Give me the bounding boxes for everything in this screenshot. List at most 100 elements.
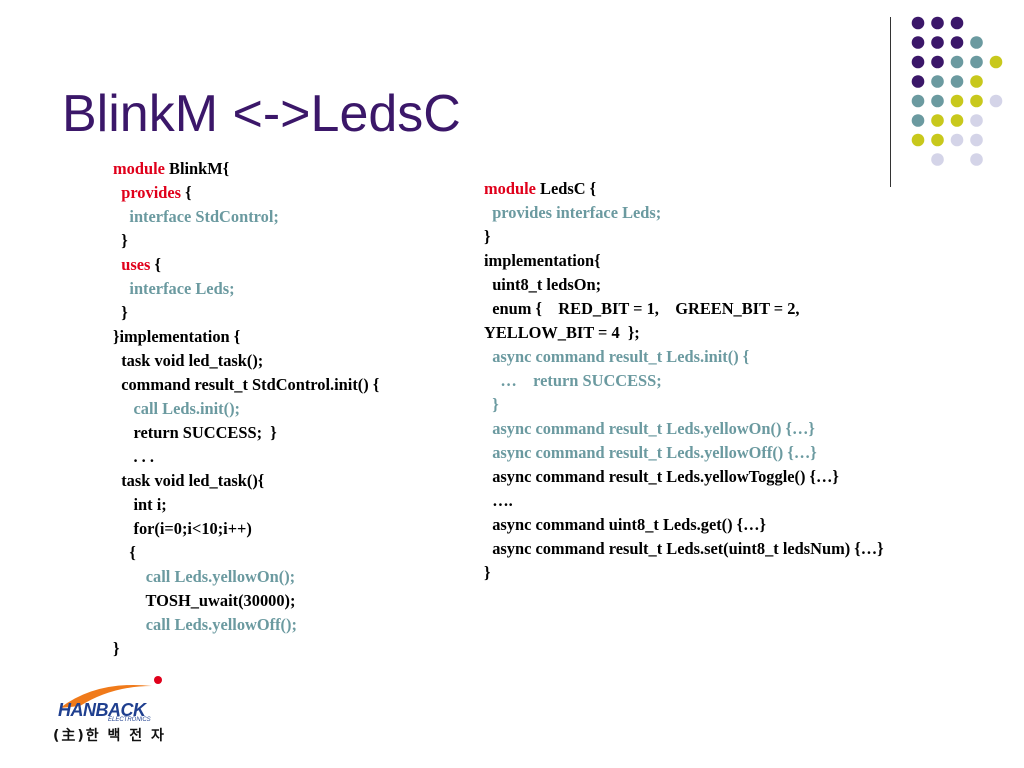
code-segment: {: [113, 543, 136, 562]
code-line: async command result_t Leds.set(uint8_t …: [484, 537, 884, 561]
code-line: async command result_t Leds.yellowToggle…: [484, 465, 884, 489]
decorative-dot: [931, 114, 944, 127]
code-segment: uses: [121, 255, 151, 274]
code-segment: provides: [121, 183, 182, 202]
code-segment: async command result_t Leds.yellowOff() …: [484, 443, 817, 462]
code-segment: command result_t StdControl.init() {: [113, 375, 380, 394]
code-line: implementation{: [484, 249, 884, 273]
decorative-dot: [911, 114, 925, 127]
decorative-dot: [931, 94, 944, 108]
code-segment: task void led_task();: [113, 351, 264, 370]
code-segment: async command result_t Leds.set(uint8_t …: [484, 539, 884, 558]
code-line: provides interface Leds;: [484, 201, 884, 225]
decorative-dot: [931, 36, 944, 49]
code-line: return SUCCESS; }: [113, 421, 379, 445]
code-segment: }: [113, 231, 128, 250]
decorative-dot: [950, 36, 964, 49]
code-line: {: [113, 541, 379, 565]
code-segment: }: [113, 639, 120, 658]
code-line: command result_t StdControl.init() {: [113, 373, 379, 397]
code-line: . . .: [113, 445, 379, 469]
decorative-dot: [931, 55, 944, 69]
code-segment: module: [484, 179, 541, 198]
decorative-dot: [931, 133, 944, 147]
code-segment: }: [484, 395, 499, 414]
code-segment: LedsC {: [540, 179, 597, 198]
code-line: module LedsC {: [484, 177, 884, 201]
code-line: int i;: [113, 493, 379, 517]
decorative-dot: [911, 133, 925, 147]
decorative-dot: [970, 94, 983, 108]
decorative-dot-grid: [911, 16, 1003, 166]
code-line: task void led_task(){: [113, 469, 379, 493]
code-line: async command uint8_t Leds.get() {…}: [484, 513, 884, 537]
decorative-dot: [931, 16, 944, 30]
decorative-dot: [950, 75, 964, 88]
decorative-dot: [950, 55, 964, 69]
code-segment: {: [150, 255, 161, 274]
code-segment: async command uint8_t Leds.get() {…}: [484, 515, 766, 534]
decorative-dot: [970, 75, 983, 88]
divider-line: [890, 17, 891, 187]
code-segment: return SUCCESS; }: [113, 423, 277, 442]
code-segment: TOSH_uwait(30000);: [113, 591, 296, 610]
logo-subtext: ELECTRONICS: [108, 717, 151, 723]
code-line: }: [484, 225, 884, 249]
code-line: }: [113, 637, 379, 661]
code-segment: call Leds.init();: [113, 399, 241, 418]
code-segment: }implementation {: [113, 327, 241, 346]
code-segment: task void led_task(){: [113, 471, 265, 490]
logo-wordmark: HANBACK: [58, 700, 146, 720]
decorative-dot: [911, 94, 925, 108]
code-line: call Leds.yellowOn();: [113, 565, 379, 589]
decorative-dot: [950, 16, 964, 30]
decorative-dot: [911, 16, 925, 30]
decorative-dot: [950, 94, 964, 108]
decorative-dot: [970, 55, 983, 69]
ledsc-code-block: module LedsC { provides interface Leds;}…: [484, 177, 884, 585]
code-segment: [113, 255, 121, 274]
code-line: … return SUCCESS;: [484, 369, 884, 393]
code-segment: . . .: [113, 447, 154, 466]
code-line: uses {: [113, 253, 379, 277]
code-segment: [113, 183, 121, 202]
code-segment: interface StdControl;: [113, 207, 279, 226]
code-line: async command result_t Leds.yellowOff() …: [484, 441, 884, 465]
code-line: provides {: [113, 181, 379, 205]
decorative-dot: [911, 55, 925, 69]
code-segment: uint8_t ledsOn;: [484, 275, 602, 294]
code-line: call Leds.init();: [113, 397, 379, 421]
code-line: task void led_task();: [113, 349, 379, 373]
code-line: module BlinkM{: [113, 157, 379, 181]
code-segment: async command result_t Leds.yellowOn() {…: [484, 419, 815, 438]
code-segment: interface Leds;: [113, 279, 235, 298]
code-segment: {: [181, 183, 192, 202]
code-line: async command result_t Leds.init() {: [484, 345, 884, 369]
decorative-dot: [931, 153, 944, 166]
decorative-dot: [950, 114, 964, 127]
code-line: }: [484, 393, 884, 417]
code-segment: async command result_t Leds.init() {: [484, 347, 750, 366]
code-segment: … return SUCCESS;: [484, 371, 662, 390]
code-line: interface Leds;: [113, 277, 379, 301]
code-segment: provides interface Leds;: [484, 203, 662, 222]
code-line: TOSH_uwait(30000);: [113, 589, 379, 613]
code-line: }: [484, 561, 884, 585]
code-segment: }: [113, 303, 128, 322]
hanback-logo-swoosh-icon: [60, 676, 162, 708]
code-segment: implementation{: [484, 251, 601, 270]
code-line: for(i=0;i<10;i++): [113, 517, 379, 541]
slide-title: BlinkM <->LedsC: [62, 85, 461, 143]
code-segment: }: [484, 563, 491, 582]
decorative-dot: [989, 94, 1003, 108]
code-segment: module: [113, 159, 170, 178]
code-segment: YELLOW_BIT = 4 };: [484, 323, 640, 342]
code-line: }: [113, 301, 379, 325]
decorative-dot: [970, 36, 983, 49]
code-segment: async command result_t Leds.yellowToggle…: [484, 467, 839, 486]
logo-korean-text: (主)한 백 전 자: [53, 728, 166, 744]
decorative-dot: [970, 153, 983, 166]
code-line: call Leds.yellowOff();: [113, 613, 379, 637]
code-line: async command result_t Leds.yellowOn() {…: [484, 417, 884, 441]
code-line: }: [113, 229, 379, 253]
